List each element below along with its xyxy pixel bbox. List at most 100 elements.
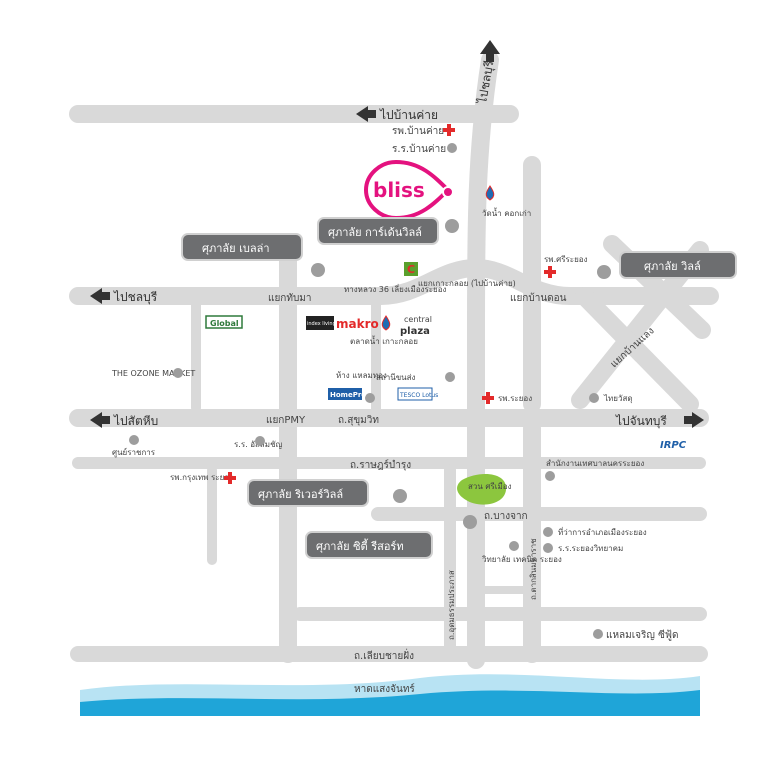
place-government-center: ศูนย์ราชการ <box>112 435 156 458</box>
sukhumvit-label: ถ.สุขุมวิท <box>338 415 379 426</box>
place-marker <box>589 393 599 403</box>
project-riverville-label: ศุภาลัย ริเวอร์วิลล์ <box>258 488 343 501</box>
place-tesco-lotus: TESCO Lotus <box>397 387 438 401</box>
place-marker <box>173 368 183 378</box>
index-logo: index livingmall <box>307 321 346 327</box>
direction-sattahip-label: ไปสัตหีบ <box>113 414 158 428</box>
place-marker <box>445 372 455 382</box>
arrow-right-icon <box>684 412 704 428</box>
hospital-cross-icon <box>544 266 556 278</box>
global-logo: Global <box>210 319 239 328</box>
makro-logo: makro <box>336 317 379 331</box>
sea-dark <box>80 690 700 716</box>
place-label: ร.ร.บ้านค่าย <box>392 143 446 155</box>
place-marker <box>545 471 555 481</box>
place-sri-rayong-hospital: รพ.ศรีระยอง <box>544 255 588 278</box>
junction-ban-don-label: แยกบ้านดอน <box>510 292 567 304</box>
place-label: รพ.ศรีระยอง <box>544 255 588 264</box>
irpc-logo: IRPC <box>660 440 687 451</box>
place-label: THE OZONE MARKET <box>111 369 195 378</box>
place-central-plaza: central plaza <box>400 315 432 337</box>
place-laem-thong: ห้าง แหลมทอง <box>336 371 387 403</box>
project-bella[interactable]: ศุภาลัย เบลล่า <box>181 233 325 277</box>
bang-chak-label: ถ.บางจาก <box>484 511 528 522</box>
project-garden-ville-label: ศุภาลัย การ์เด้นวิลล์ <box>328 226 422 239</box>
road-north-chonburi <box>467 51 499 669</box>
place-label: สถานีขนส่ง <box>376 373 416 382</box>
project-city-resort[interactable]: ศุภาลัย ซิตี้ รีสอร์ท <box>305 515 477 559</box>
place-homepro: HomePro <box>328 388 366 400</box>
place-label: ร.ร.ระยองวิทยาคม <box>558 544 623 553</box>
central-label: central <box>404 315 432 324</box>
road-highway-36 <box>69 258 719 305</box>
place-label: ไทยวัสดุ <box>603 394 633 403</box>
hospital-cross-icon <box>482 392 494 404</box>
place-technical-college: วิทยาลัย เทคนิค ระยอง <box>481 541 562 564</box>
place-ban-khai-hospital: รพ.บ้านค่าย <box>392 124 455 137</box>
project-bella-marker <box>311 263 325 277</box>
place-sri-muang-park: สวน ศรีเมือง <box>457 474 512 505</box>
place-label: ที่ว่าการอำเภอเมืองระยอง <box>558 526 647 537</box>
road-36-label: ทางหลวง 36 เลี่ยงเมืองระยอง <box>344 283 447 294</box>
convenience-store-icon-glyph: C <box>407 263 415 276</box>
park-shape <box>457 474 507 505</box>
arrow-up-icon <box>480 40 500 62</box>
place-label: ห้าง แหลมทอง <box>336 371 387 380</box>
project-riverville[interactable]: ศุภาลัย ริเวอร์วิลล์ <box>247 479 407 507</box>
place-marker <box>543 527 553 537</box>
direction-chanthaburi-label: ไปจันทบุรี <box>615 414 667 429</box>
place-marker <box>543 543 553 553</box>
plaza-label: plaza <box>400 326 430 337</box>
project-garden-ville-marker <box>445 219 459 233</box>
arrow-left-icon <box>90 288 110 304</box>
place-wat-nam-khok-kao: วัดน้ำ คอกเก่า <box>482 185 531 218</box>
place-global-house: Global <box>205 315 243 329</box>
place-label: ศูนย์ราชการ <box>112 447 156 458</box>
place-label: รพ.ระยอง <box>498 394 532 403</box>
hospital-cross-icon <box>443 124 455 136</box>
project-city-resort-label: ศุภาลัย ซิตี้ รีสอร์ท <box>316 538 404 553</box>
place-thai-watsadu: ไทยวัสดุ <box>589 393 633 403</box>
place-assumption-school: ร.ร. อัสสัมชัญ <box>234 436 282 449</box>
place-label: แหลมเจริญ ซีฟู้ด <box>606 629 678 641</box>
hospital-cross-icon <box>224 472 236 484</box>
beach-road-label: ถ.เลียบชายฝั่ง <box>354 648 414 662</box>
place-label: สำนักงานเทศบาลนครระยอง <box>546 459 644 468</box>
ptt-drop-icon <box>485 185 495 201</box>
place-bus-station: สถานีขนส่ง <box>376 372 455 382</box>
place-rayong-hospital: รพ.ระยอง <box>482 392 532 404</box>
place-ozone-market: THE OZONE MARKET <box>111 368 195 378</box>
place-label: วิทยาลัย เทคนิค ระยอง <box>481 555 561 564</box>
tesco-logo: TESCO Lotus <box>399 392 438 399</box>
place-index-makro: index livingmall makro ตลาดน้ำ เกาะกลอย <box>306 315 418 346</box>
project-ville[interactable]: ศุภาลัย วิลล์ <box>597 251 737 279</box>
udom-road-label: ถ.อุดมธรรมประภาส <box>447 570 456 640</box>
direction-chanthaburi: ไปจันทบุรี <box>615 412 704 429</box>
bliss-location-pin[interactable]: bliss <box>363 159 454 221</box>
road-network <box>69 51 719 669</box>
place-marker <box>447 143 457 153</box>
bliss-logo: bliss <box>373 178 425 202</box>
project-garden-ville[interactable]: ศุภาลัย การ์เด้นวิลล์ <box>317 217 459 245</box>
project-bella-label: ศุภาลัย เบลล่า <box>202 242 270 255</box>
direction-ban-khai: ไปบ้านค่าย <box>356 106 438 122</box>
beach-label: หาดแสงจันทร์ <box>354 683 415 695</box>
place-label: รพ.บ้านค่าย <box>392 125 444 137</box>
arrow-left-icon <box>356 106 376 122</box>
project-ville-label: ศุภาลัย วิลล์ <box>644 260 701 273</box>
road-diagonal-3 <box>575 287 699 413</box>
junction-ko-kloi-label: แยกเกาะกลอย (ไปบ้านค่าย) <box>418 279 516 288</box>
place-municipality: สำนักงานเทศบาลนครระยอง <box>545 459 644 481</box>
place-label: สวน ศรีเมือง <box>468 482 512 491</box>
project-riverville-marker <box>393 489 407 503</box>
place-marker <box>593 629 603 639</box>
junction-pmy-label: แยกPMY <box>266 415 306 426</box>
arrow-left-icon <box>90 412 110 428</box>
homepro-logo: HomePro <box>330 391 366 399</box>
place-marker <box>365 393 375 403</box>
junction-thap-ma-label: แยกทับมา <box>268 293 312 304</box>
market-label: ตลาดน้ำ เกาะกลอย <box>350 335 418 346</box>
project-city-resort-marker <box>463 515 477 529</box>
beach: หาดแสงจันทร์ <box>80 674 700 716</box>
